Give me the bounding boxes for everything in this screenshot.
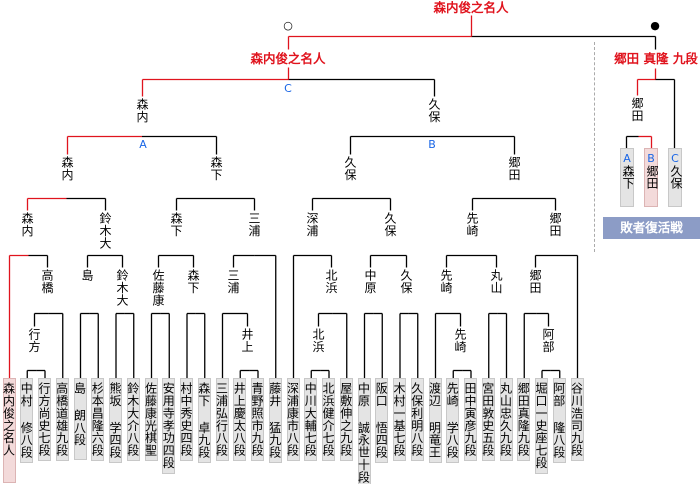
bracket-winner-row4: 森内 [60, 156, 74, 181]
section-divider [594, 42, 595, 252]
player-box: 木村一基七段 [392, 378, 406, 462]
bracket-winner-row2: 森下 [186, 269, 200, 294]
player-box: 北浜健介七段 [321, 378, 335, 462]
bracket-winner-row4: 久保 [343, 156, 357, 181]
player-box: 高橋道雄九段 [55, 378, 69, 462]
winner-mark-icon: ○ [283, 19, 293, 32]
bracket-winner-row2: 先崎 [439, 269, 453, 294]
round-label-c: C [284, 82, 292, 95]
bracket-winner-row3: 先崎 [465, 212, 479, 237]
player-box: 渡辺 明竜王 [428, 378, 442, 464]
player-box: 森内俊之名人 [2, 378, 16, 483]
losers-bracket-finalist: 郷田 真隆 九段 [614, 51, 698, 66]
player-box: 青野照市九段 [250, 378, 264, 462]
player-box: 郷田真隆九段 [516, 378, 531, 462]
bracket-winner-row2: 郷田 [528, 269, 542, 294]
bracket-winner-row2: 丸山 [489, 269, 503, 294]
bracket-winner-row3: 郷田 [548, 212, 562, 237]
player-box: 安用寺孝功四段 [161, 378, 176, 474]
bracket-winner-row3: 森内 [20, 212, 34, 237]
player-box: 島 朗八段 [73, 378, 87, 460]
bracket-winner-row1: 北浜 [311, 328, 325, 353]
player-box: 杉本昌隆六段 [90, 378, 105, 462]
player-box: 谷川浩司九段 [570, 378, 584, 462]
entry-name: 郷田 [645, 165, 659, 189]
player-box: 中川大輔七段 [303, 378, 318, 462]
player-box: 中村 修八段 [19, 378, 34, 464]
player-box: 先崎 学八段 [445, 378, 460, 464]
champion-title: 森内俊之名人 [433, 0, 509, 15]
bracket-winner-row2: 島 [80, 269, 94, 282]
player-box: 田中寅彦九段 [463, 378, 477, 462]
bracket-winner-row5: 森内 [135, 98, 149, 123]
player-box: 三浦弘行八段 [215, 378, 229, 462]
player-box: 堀口一史座七段 [534, 378, 548, 474]
bracket-winner-row3: 久保 [383, 212, 397, 237]
player-box: 宮田敦史五段 [481, 378, 495, 462]
entry-tag: A [623, 152, 631, 165]
bracket-winner-row3: 森下 [169, 212, 183, 237]
player-box: 阿部 隆八段 [552, 378, 566, 464]
bracket-winner-row5: 久保 [427, 98, 441, 123]
player-box: 佐藤康光棋聖 [144, 378, 158, 462]
player-box: 中原 誠永世十段 [357, 378, 371, 484]
losers-entry-a: A 森下 [620, 148, 635, 207]
bracket-winner-row3: 鈴木大 [98, 212, 112, 250]
bracket-winner-row2: 鈴木大 [115, 269, 129, 307]
bracket-winner-row2: 三浦 [226, 269, 240, 294]
player-box: 阪口 悟四段 [374, 378, 389, 464]
player-box: 村中秀史四段 [179, 378, 193, 462]
entry-name: 久保 [669, 165, 683, 189]
bracket-winner-row3: 深浦 [305, 212, 319, 237]
bracket-winner-row4: 郷田 [507, 156, 521, 181]
bracket-winner-row1: 井上 [240, 328, 254, 353]
bracket-winner-row2: 久保 [399, 269, 413, 294]
losers-entry-c: C 久保 [668, 148, 683, 207]
player-box: 森下 卓九段 [197, 378, 211, 464]
bracket-winner-row1: 阿部 [541, 328, 555, 353]
player-box: 鈴木大介八段 [126, 378, 140, 462]
bracket-winner-row2: 中原 [363, 269, 377, 294]
bracket-winner-row2: 高橋 [40, 269, 54, 294]
losers-entry-b: B 郷田 [644, 148, 659, 207]
entry-tag: B [647, 152, 655, 165]
losers-bracket-banner: 敗者復活戦 [603, 217, 700, 239]
player-box: 丸山忠久九段 [499, 378, 513, 462]
bracket-winner-row1: 行方 [27, 328, 41, 353]
player-box: 熊坂 学四段 [108, 378, 122, 464]
entry-name: 森下 [621, 165, 635, 189]
player-box: 井上慶太八段 [232, 378, 247, 462]
player-box: 深浦康市八段 [286, 378, 300, 462]
player-box: 藤井 猛九段 [268, 378, 282, 464]
bracket-winner-row3: 三浦 [247, 212, 261, 237]
round-label-a: A [139, 138, 147, 151]
bracket-winner-row2: 佐藤康 [151, 269, 165, 307]
round-label-b: B [428, 138, 436, 151]
losers-bracket-winner: 郷田 [630, 97, 644, 122]
bracket-winner-row4: 森下 [209, 156, 223, 181]
player-box: 屋敷伸之九段 [339, 378, 353, 462]
player-box: 行方尚史七段 [37, 378, 51, 462]
entry-tag: C [671, 152, 679, 165]
player-box: 久保利明八段 [410, 378, 424, 462]
bracket-winner-row1: 先崎 [453, 328, 467, 353]
main-bracket-finalist: 森内俊之名人 [250, 51, 326, 66]
loser-mark-icon: ● [650, 19, 660, 32]
bracket-winner-row2: 北浜 [324, 269, 338, 294]
